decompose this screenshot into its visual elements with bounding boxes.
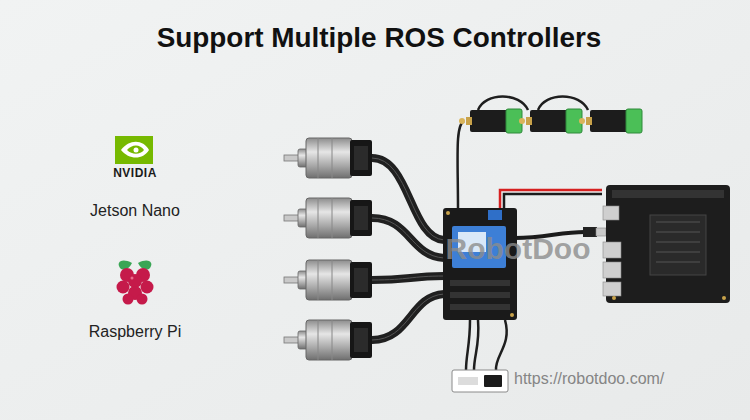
controller-board-part <box>446 211 450 215</box>
raspberry-pi-logo <box>117 261 154 305</box>
switch-wires <box>466 320 507 370</box>
motor-wires-part <box>372 276 444 280</box>
jetson-board-part <box>603 206 619 220</box>
raspberry-pi-logo-part <box>117 281 130 294</box>
controller-board-part <box>450 304 510 310</box>
controller-board-part <box>510 313 514 317</box>
power-wires-part <box>500 190 602 208</box>
controller-board-part <box>450 292 510 298</box>
watermark-url: https://robotdoo.com/ <box>514 370 734 388</box>
jetson-board-part <box>722 296 726 300</box>
servo-wires <box>458 97 588 209</box>
servos <box>459 109 642 133</box>
nvidia-logo-part <box>127 146 144 154</box>
jetson-board-part <box>656 262 700 263</box>
jetson-board-part <box>650 215 706 275</box>
jetson-board-part <box>656 252 700 253</box>
jetson-board-part <box>612 296 616 300</box>
battery-switch <box>452 370 508 392</box>
jetson-board-part <box>656 222 700 223</box>
jetson-board-part <box>606 185 730 303</box>
power-wires <box>500 190 602 208</box>
motors <box>284 138 372 360</box>
battery-switch-part <box>484 375 502 387</box>
nvidia-logo-part <box>121 142 149 158</box>
raspberry-pi-logo-part <box>131 277 134 280</box>
nvidia-logo-part <box>115 136 153 164</box>
battery-switch-part <box>452 370 508 392</box>
usb-cable-part <box>596 228 606 236</box>
jetson-board <box>603 185 730 303</box>
controller-board-part <box>488 210 502 220</box>
servo-wires-part <box>538 97 588 111</box>
servos-part <box>579 109 642 133</box>
controller-board-part <box>450 280 510 286</box>
motor-wires-part <box>372 294 444 340</box>
controller-name: Jetson Nano <box>60 202 210 220</box>
raspberry-pi-logo-part <box>141 281 154 294</box>
jetson-board-part <box>603 282 621 296</box>
servo-wires-part <box>478 97 528 111</box>
motor-wires-part <box>372 158 444 240</box>
motors-part <box>284 198 372 238</box>
motors-part <box>284 260 372 300</box>
raspberry-pi-logo-part <box>137 294 148 305</box>
motor-wires-part <box>372 158 444 240</box>
motor-wires-part <box>372 294 444 340</box>
controller-name: Raspberry Pi <box>60 323 210 341</box>
motor-wires-part <box>372 276 444 280</box>
motors-part <box>284 320 372 360</box>
motors-part <box>284 138 372 178</box>
jetson-board-part <box>603 262 621 278</box>
jetson-board-part <box>656 232 700 233</box>
jetson-board-part <box>612 190 724 198</box>
switch-wires-part <box>474 320 478 370</box>
power-wires-part <box>504 194 602 208</box>
motor-wires-part <box>372 218 444 258</box>
nvidia-logo-part <box>134 148 139 153</box>
motor-wires-part <box>372 218 444 258</box>
switch-wires-part <box>466 320 470 370</box>
battery-switch-part <box>458 377 478 385</box>
jetson-board-part <box>603 242 621 258</box>
servos-part <box>519 109 582 133</box>
switch-wires-part <box>496 320 507 370</box>
servos-part <box>459 109 522 133</box>
raspberry-pi-logo-part <box>128 274 142 288</box>
raspberry-pi-logo-part <box>123 294 134 305</box>
jetson-board-part <box>656 242 700 243</box>
watermark: RobotDoo <box>418 232 618 267</box>
motor-wires <box>372 158 444 340</box>
servo-wires-part <box>458 121 464 208</box>
nvidia-logo <box>115 136 153 164</box>
brand-name: NVIDIA <box>85 167 185 181</box>
title: Support Multiple ROS Controllers <box>4 22 750 54</box>
